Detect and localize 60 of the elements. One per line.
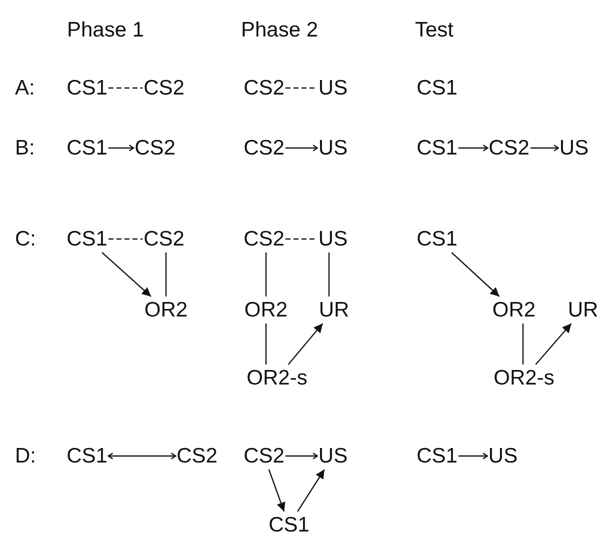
connector-line [165, 252, 167, 296]
arrow [458, 452, 488, 460]
node-label: CS1 [268, 514, 310, 536]
arrow [285, 144, 318, 152]
node-label: CS1 [416, 228, 458, 250]
row-label: A: [15, 78, 35, 98]
column-heading: Test [415, 20, 454, 40]
node-label: CS1 [416, 138, 458, 158]
node-label: CS2 [244, 228, 284, 250]
connector-line [108, 87, 143, 89]
node-label: CS2 [244, 78, 284, 98]
node-label: OR2 [244, 300, 288, 320]
arrow [108, 144, 134, 152]
arrow [268, 469, 286, 512]
arrow [458, 144, 488, 152]
connector-line [285, 238, 318, 240]
node-label: CS2 [488, 138, 530, 158]
node-label: CS2 [244, 138, 284, 158]
arrow [285, 452, 318, 460]
node-label: CS1 [416, 446, 458, 466]
arrow [530, 144, 559, 152]
row-label: C: [15, 228, 36, 250]
connector-line [285, 87, 318, 89]
column-heading: Phase 2 [241, 20, 318, 40]
node-label: CS2 [144, 228, 184, 250]
connector-line [265, 324, 267, 364]
node-label: CS2 [144, 78, 184, 98]
node-label: US [318, 446, 348, 466]
node-label: CS1 [66, 78, 108, 98]
node-label: US [318, 138, 348, 158]
arrow [297, 469, 325, 512]
column-heading: Phase 1 [67, 20, 144, 40]
node-label: CS1 [66, 446, 108, 466]
arrow [288, 323, 324, 365]
connector-line [265, 252, 267, 296]
node-label: CS1 [66, 228, 108, 250]
node-label: UR [568, 300, 598, 320]
arrow [451, 252, 500, 297]
node-label: US [488, 446, 518, 466]
node-label: OR2-s [494, 368, 554, 388]
connector-line [328, 252, 330, 296]
node-label: OR2 [144, 300, 188, 320]
node-label: CS1 [416, 78, 458, 98]
arrow [535, 323, 572, 365]
row-label: D: [15, 446, 36, 466]
connector-line [522, 324, 524, 364]
node-label: CS2 [244, 446, 284, 466]
node-label: CS2 [134, 138, 176, 158]
node-label: CS1 [66, 138, 108, 158]
node-label: OR2 [492, 300, 536, 320]
node-label: CS2 [176, 446, 218, 466]
node-label: US [318, 228, 348, 250]
node-label: US [318, 78, 348, 98]
arrow [102, 252, 152, 297]
arrow [108, 452, 176, 460]
node-label: OR2-s [246, 368, 308, 388]
connector-line [108, 238, 143, 240]
node-label: UR [318, 300, 350, 320]
node-label: US [559, 138, 589, 158]
row-label: B: [15, 138, 35, 158]
